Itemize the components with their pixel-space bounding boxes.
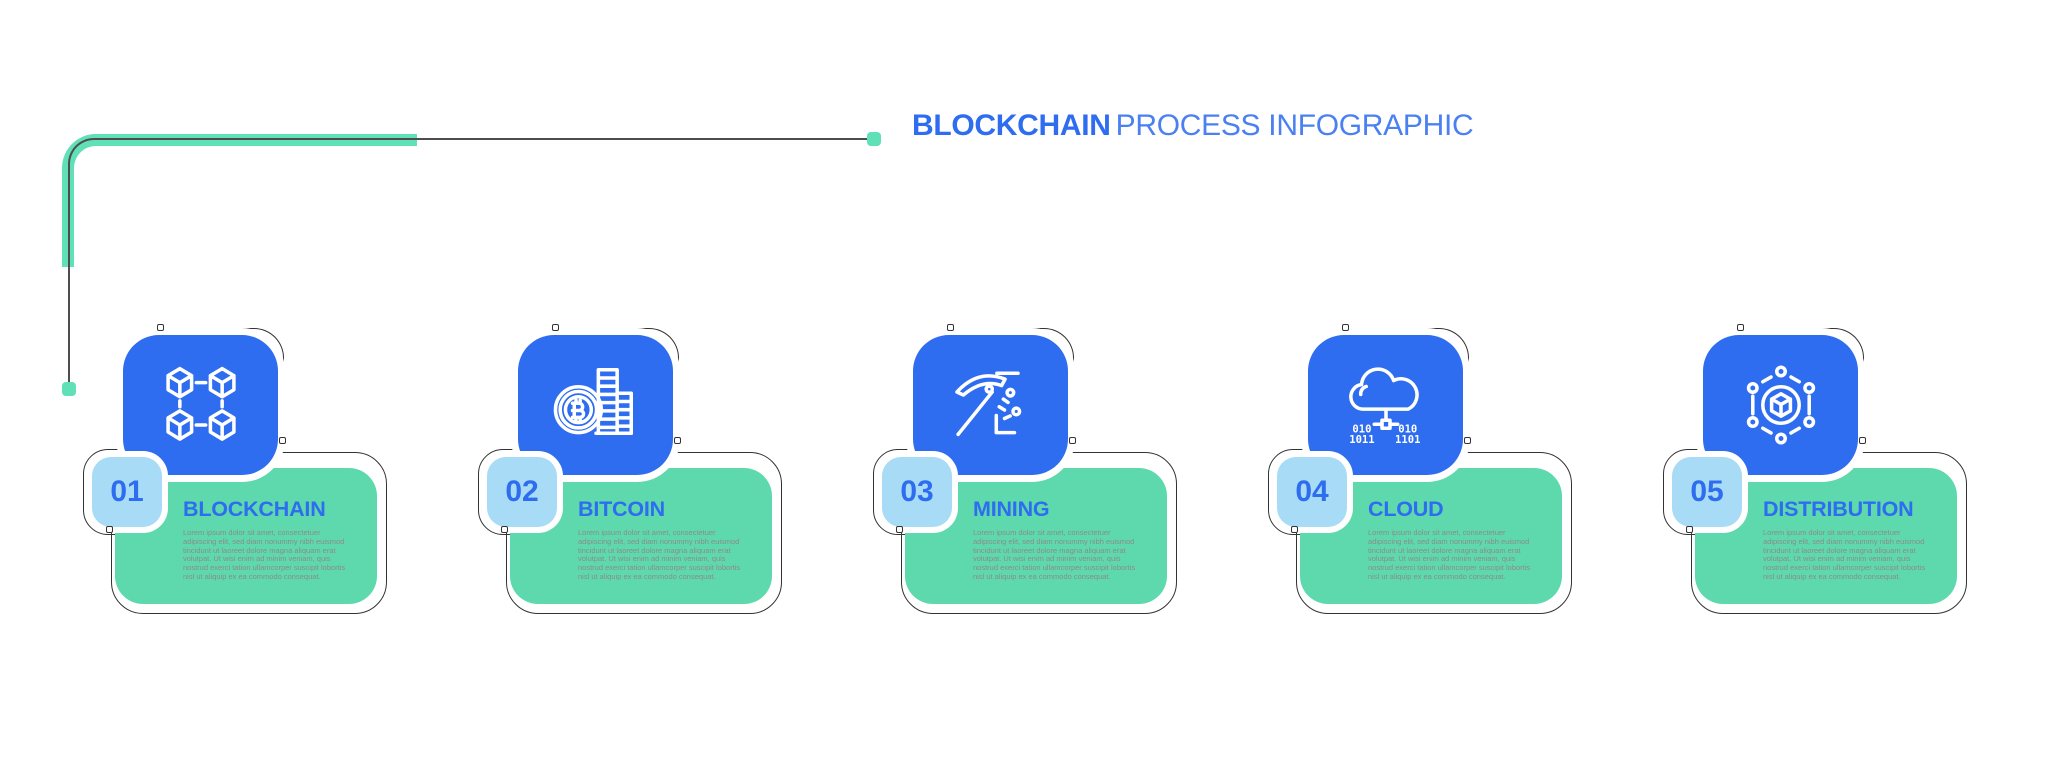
corner-marker — [1737, 324, 1744, 331]
bitcoin-coins-icon — [553, 367, 633, 435]
icon-tile — [518, 335, 673, 475]
corner-marker — [1464, 437, 1471, 444]
connector-end-dot — [62, 382, 76, 396]
step-mining: MINING Lorem ipsum dolor sit amet, conse… — [873, 320, 1205, 630]
corner-marker — [896, 526, 903, 533]
svg-text:1101: 1101 — [1395, 434, 1420, 446]
corner-marker — [947, 324, 954, 331]
corner-marker — [106, 526, 113, 533]
icon-tile — [123, 335, 278, 475]
step-title: MINING — [973, 497, 1050, 521]
tile-outline — [1745, 328, 1864, 444]
step-number-badge: 01 — [92, 457, 162, 527]
step-description: Lorem ipsum dolor sit amet, consectetuer… — [973, 528, 1136, 581]
step-number: 01 — [110, 475, 144, 508]
step-description: Lorem ipsum dolor sit amet, consectetuer… — [183, 528, 346, 581]
svg-text:010: 010 — [1352, 424, 1371, 436]
corner-marker — [501, 526, 508, 533]
tile-outline — [560, 328, 679, 444]
corner-marker — [674, 437, 681, 444]
icon-tile — [913, 335, 1068, 475]
connector-end-dot — [867, 132, 881, 146]
step-description: Lorem ipsum dolor sit amet, consectetuer… — [1763, 528, 1926, 581]
cloud-binary-icon: 010 1011 010 1101 — [1348, 367, 1420, 446]
page-title-bold: BLOCKCHAIN — [912, 109, 1111, 142]
step-number-badge: 05 — [1672, 457, 1742, 527]
icon-tile — [1703, 335, 1858, 475]
step-number-badge: 02 — [487, 457, 557, 527]
step-description: Lorem ipsum dolor sit amet, consectetuer… — [1368, 528, 1531, 581]
step-number: 04 — [1295, 475, 1329, 508]
corner-marker — [552, 324, 559, 331]
step-bitcoin: BITCOIN Lorem ipsum dolor sit amet, cons… — [478, 320, 810, 630]
step-title: BITCOIN — [578, 497, 665, 521]
distribution-network-icon — [1746, 365, 1815, 445]
mining-pickaxe-icon — [954, 371, 1021, 437]
step-card: DISTRIBUTION Lorem ipsum dolor sit amet,… — [1695, 468, 1957, 604]
tile-outline — [165, 328, 284, 444]
tile-outline — [955, 328, 1074, 444]
svg-text:010: 010 — [1398, 424, 1417, 436]
step-title: DISTRIBUTION — [1763, 497, 1914, 521]
corner-marker — [279, 437, 286, 444]
tile-outline — [1350, 328, 1469, 444]
step-number-badge: 04 — [1277, 457, 1347, 527]
blockchain-cubes-icon — [165, 366, 236, 441]
corner-marker — [1069, 437, 1076, 444]
step-card: MINING Lorem ipsum dolor sit amet, conse… — [905, 468, 1167, 604]
icon-tile: 010 1011 010 1101 — [1308, 335, 1463, 475]
step-title: CLOUD — [1368, 497, 1444, 521]
corner-marker — [1859, 437, 1866, 444]
step-number: 05 — [1690, 475, 1724, 508]
step-number: 02 — [505, 475, 539, 508]
step-distribution: DISTRIBUTION Lorem ipsum dolor sit amet,… — [1663, 320, 1995, 630]
page-title-light: PROCESS INFOGRAPHIC — [1115, 109, 1474, 142]
step-blockchain: BLOCKCHAIN Lorem ipsum dolor sit amet, c… — [83, 320, 415, 630]
step-title: BLOCKCHAIN — [183, 497, 326, 521]
step-card: BLOCKCHAIN Lorem ipsum dolor sit amet, c… — [115, 468, 377, 604]
corner-marker — [157, 324, 164, 331]
svg-text:1011: 1011 — [1349, 434, 1374, 446]
connector-line-thin — [68, 138, 875, 384]
corner-marker — [1342, 324, 1349, 331]
corner-marker — [1291, 526, 1298, 533]
step-description: Lorem ipsum dolor sit amet, consectetuer… — [578, 528, 741, 581]
step-cloud: CLOUD Lorem ipsum dolor sit amet, consec… — [1268, 320, 1600, 630]
step-number-badge: 03 — [882, 457, 952, 527]
step-number: 03 — [900, 475, 934, 508]
corner-marker — [1686, 526, 1693, 533]
